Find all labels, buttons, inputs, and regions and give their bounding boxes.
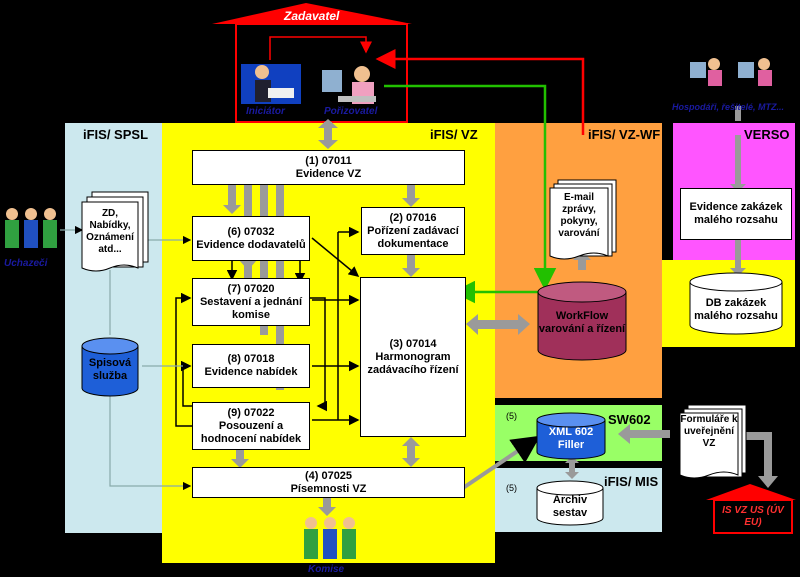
zone-vz-ext <box>485 260 495 340</box>
box-07011-code: (1) 07011 <box>305 154 352 167</box>
workers-figure <box>690 58 772 86</box>
doc-email-text: E-mail zprávy, pokyny, varování <box>558 192 600 239</box>
applicants-caption: Uchazeči <box>4 258 48 269</box>
box-07025-pisemnosti[interactable]: (4) 07025 Písemnosti VZ <box>192 467 465 498</box>
zone-mis-label: iFIS/ MIS <box>604 474 659 489</box>
cyl-archiv-text: Archiv sestav <box>552 494 588 519</box>
box-07020-code: (7) 07020 <box>227 282 275 295</box>
box-07025-code: (4) 07025 <box>304 469 353 482</box>
purchaser-caption: Pořizovatel <box>324 106 378 117</box>
box-07022-posouzeni-nabidek[interactable]: (9) 07022 Posouzení a hodnocení nabídek <box>192 402 310 450</box>
committee-caption: Komise <box>308 564 345 575</box>
doc-zd-text: ZD, Nabídky, Oznámení atd... <box>86 208 134 255</box>
cyl-xml-text: XML 602 Filler <box>548 426 594 451</box>
isvz-label: IS VZ US (ÚV EU) <box>722 505 784 528</box>
cyl-spisova-text: Spisová služba <box>88 357 132 382</box>
box-07020-sestaveni-komise[interactable]: (7) 07020 Sestavení a jednání komise <box>192 278 310 326</box>
committee-figure <box>304 517 356 559</box>
box-07022-label: Posouzení a hodnocení nabídek <box>200 419 302 445</box>
box-07032-evidence-dodavatelu[interactable]: (6) 07032 Evidence dodavatelů <box>192 216 310 261</box>
box-07016-label: Pořízení zadávací dokumentace <box>367 224 459 250</box>
box-07032-label: Evidence dodavatelů <box>196 238 306 251</box>
zone-vz-label: iFIS/ VZ <box>430 127 478 142</box>
zone-spsl-label: iFIS/ SPSL <box>83 127 149 142</box>
initiator-figure <box>241 64 301 104</box>
box-verso-evidence[interactable]: Evidence zakázek malého rozsahu <box>680 188 792 240</box>
box-07011-evidence-vz[interactable]: (1) 07011 Evidence VZ <box>192 150 465 185</box>
box-07018-code: (8) 07018 <box>227 353 275 365</box>
zone-sw602-label: SW602 <box>608 412 651 427</box>
box-07014-label: Harmonogram zadávacího řízení <box>367 350 459 376</box>
box-07025-label: Písemnosti VZ <box>290 482 367 495</box>
initiator-caption: Iniciátor <box>246 106 285 117</box>
zone-verso-label: VERSO <box>744 127 790 142</box>
cyl-db-text: DB zakázek malého rozsahu <box>694 297 778 322</box>
workers-caption: Hospodáři, řešitelé, MTZ... <box>672 102 785 112</box>
box-07020-label: Sestavení a jednání komise <box>199 295 303 321</box>
box-07014-code: (3) 07014 <box>389 337 437 350</box>
zone-vzwf-label: iFIS/ VZ-WF <box>588 127 661 142</box>
applicants-figure <box>5 208 57 248</box>
zone-spsl <box>65 123 162 533</box>
box-verso-label: Evidence zakázek malého rozsahu <box>689 201 783 226</box>
header-title: Zadavatel <box>284 9 340 23</box>
box-07018-label: Evidence nabídek <box>204 366 298 378</box>
sw602-number: (5) <box>506 411 517 421</box>
box-07022-code: (9) 07022 <box>227 406 275 419</box>
mis-number: (5) <box>506 483 517 493</box>
box-07016-zadavaci-dokumentace[interactable]: (2) 07016 Pořízení zadávací dokumentace <box>361 207 465 255</box>
box-07032-code: (6) 07032 <box>227 225 275 238</box>
purchaser-figure <box>322 66 376 104</box>
box-07016-code: (2) 07016 <box>389 211 437 224</box>
box-07014-harmonogram[interactable]: (3) 07014 Harmonogram zadávacího řízení <box>360 277 466 437</box>
doc-formulare-text: Formuláře k uveřejnění VZ <box>680 414 738 449</box>
box-07018-evidence-nabidek[interactable]: (8) 07018 Evidence nabídek <box>192 344 310 388</box>
cyl-workflow-text: WorkFlow varování a řízení <box>538 310 626 335</box>
box-07011-label: Evidence VZ <box>295 167 362 180</box>
